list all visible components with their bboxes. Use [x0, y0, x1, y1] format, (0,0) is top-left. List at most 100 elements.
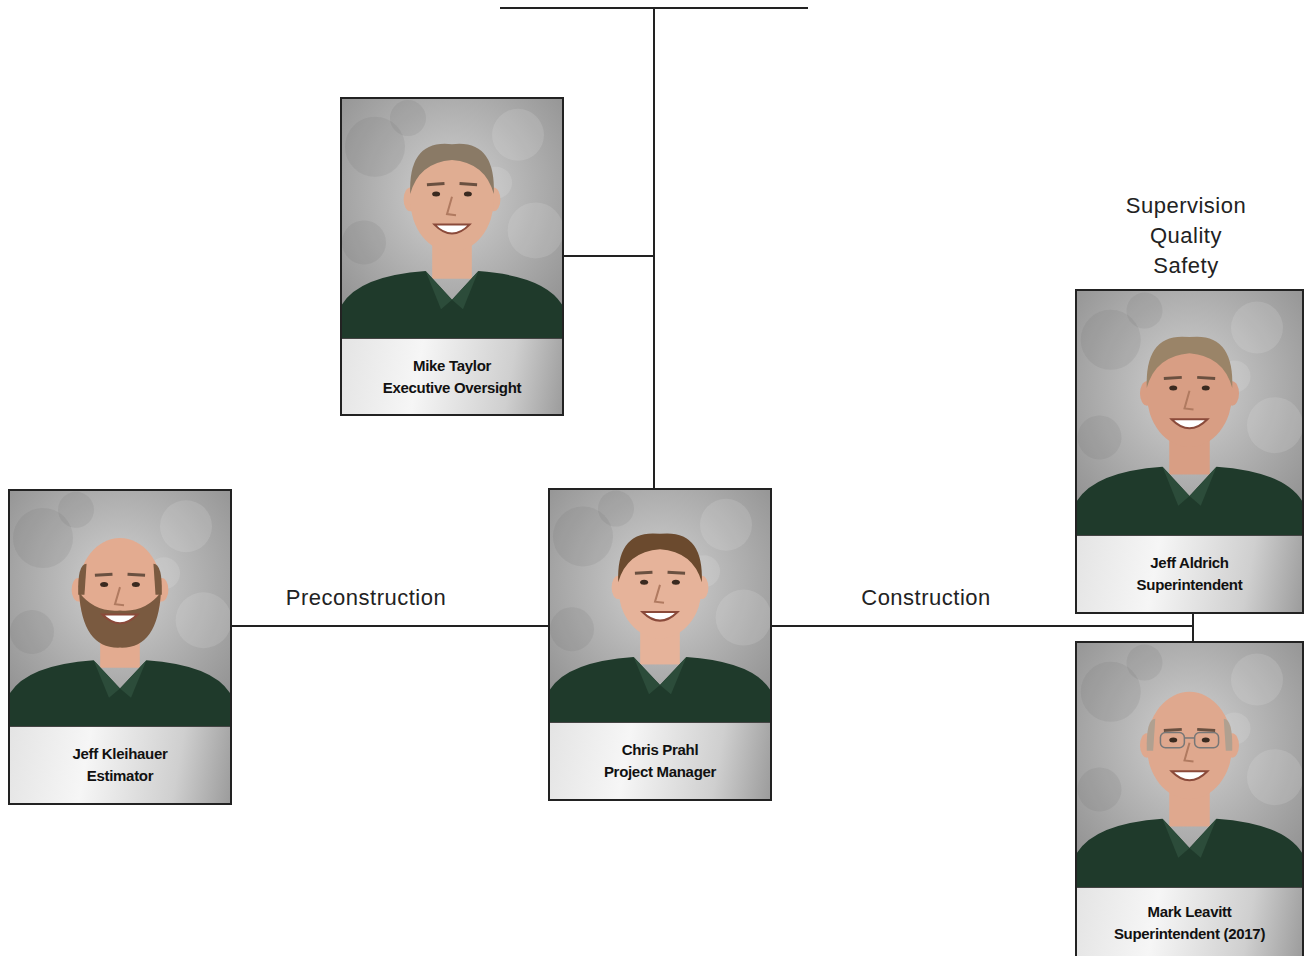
portrait-shape	[550, 657, 770, 722]
person-card: Jeff KleihauerEstimator	[8, 489, 232, 805]
portrait-shape	[635, 572, 653, 573]
portrait-photo	[550, 490, 770, 722]
portrait-shape	[94, 660, 120, 698]
portrait-shape	[120, 660, 146, 698]
portrait-shape	[434, 225, 469, 234]
portrait-shape	[508, 202, 562, 258]
portrait-shape	[618, 533, 702, 582]
portrait-shape	[1077, 291, 1302, 535]
name-caption: Chris PrahlProject Manager	[550, 722, 770, 799]
portrait-shape	[1163, 819, 1190, 858]
portrait-shape	[452, 271, 478, 309]
portrait-shape	[672, 580, 680, 585]
person-card: Chris PrahlProject Manager	[548, 488, 772, 801]
portrait-photo	[1077, 643, 1302, 887]
portrait-shape	[1127, 645, 1163, 681]
portrait-shape	[153, 564, 161, 595]
portrait-shape	[492, 109, 544, 161]
portrait-shape	[1147, 337, 1233, 388]
portrait-shape	[1164, 729, 1182, 730]
portrait-shape	[1231, 302, 1283, 354]
portrait-shape	[1231, 654, 1283, 706]
portrait-shape	[1077, 291, 1302, 535]
portrait-shape	[115, 587, 124, 605]
portrait-shape	[1077, 467, 1302, 535]
portrait-shape	[1127, 293, 1163, 329]
portrait-shape	[1169, 738, 1177, 743]
portrait-shape	[464, 192, 472, 197]
portrait-photo	[1077, 291, 1302, 535]
portrait-shape	[426, 271, 452, 309]
portrait-shape	[1197, 729, 1215, 730]
portrait-shape	[160, 500, 212, 552]
portrait-shape	[1169, 386, 1177, 391]
portrait-shape	[95, 574, 113, 575]
portrait-shape	[128, 574, 146, 575]
portrait-shape	[1172, 419, 1208, 428]
portrait-shape	[1185, 391, 1194, 410]
portrait-shape	[668, 572, 686, 573]
portrait-shape	[660, 657, 686, 694]
portrait-shape	[634, 657, 660, 694]
person-role: Executive Oversight	[383, 377, 522, 399]
portrait-shape	[79, 592, 161, 647]
person-name: Jeff Aldrich	[1150, 552, 1228, 574]
phase-label: Preconstruction	[283, 585, 449, 611]
portrait-shape	[132, 582, 140, 587]
portrait-shape	[342, 220, 386, 264]
portrait-shape	[460, 184, 478, 185]
portrait-shape	[1202, 386, 1210, 391]
name-caption: Mark LeavittSuperintendent (2017)	[1077, 887, 1302, 956]
portrait-shape	[642, 612, 677, 621]
phase-label: Construction	[858, 585, 994, 611]
portrait-shape	[1197, 377, 1215, 378]
org-connector	[232, 625, 548, 627]
person-role: Superintendent	[1137, 574, 1243, 596]
portrait-shape	[1195, 733, 1219, 748]
portrait-shape	[1163, 467, 1190, 506]
portrait-shape	[1185, 743, 1194, 762]
person-role: Superintendent (2017)	[1114, 923, 1265, 945]
portrait-shape	[700, 499, 752, 551]
portrait-photo	[10, 491, 230, 726]
portrait-shape	[10, 491, 230, 726]
portrait-shape	[447, 197, 456, 215]
portrait-shape	[1190, 467, 1217, 506]
portrait-shape	[550, 607, 594, 651]
portrait-photo	[342, 99, 562, 338]
portrait-shape	[655, 585, 664, 603]
name-caption: Jeff AldrichSuperintendent	[1077, 535, 1302, 612]
org-connector	[772, 626, 1193, 641]
portrait-shape	[716, 590, 770, 646]
person-card: Jeff AldrichSuperintendent	[1075, 289, 1304, 614]
role-heading: Supervision Quality Safety	[1126, 191, 1246, 281]
person-name: Chris Prahl	[622, 739, 699, 761]
person-role: Estimator	[87, 765, 154, 787]
portrait-shape	[78, 564, 86, 595]
person-card: Mark LeavittSuperintendent (2017)	[1075, 641, 1304, 956]
portrait-shape	[1224, 719, 1233, 751]
portrait-shape	[1077, 643, 1302, 887]
trunk-line	[653, 8, 655, 256]
portrait-shape	[102, 615, 137, 624]
portrait-shape	[432, 192, 440, 197]
portrait-shape	[598, 491, 634, 527]
person-name: Jeff Kleihauer	[73, 743, 168, 765]
portrait-shape	[1077, 643, 1302, 887]
portrait-shape	[1184, 737, 1194, 739]
portrait-shape	[390, 100, 426, 136]
portrait-shape	[58, 492, 94, 528]
portrait-shape	[1147, 692, 1233, 799]
portrait-shape	[1160, 733, 1184, 748]
name-caption: Mike TaylorExecutive Oversight	[342, 338, 562, 414]
person-name: Mark Leavitt	[1148, 901, 1232, 923]
portrait-shape	[1247, 397, 1302, 453]
portrait-shape	[10, 610, 54, 654]
portrait-shape	[410, 144, 494, 194]
portrait-shape	[10, 660, 230, 726]
portrait-shape	[1077, 819, 1302, 887]
org-connector	[564, 256, 654, 488]
portrait-shape	[427, 184, 445, 185]
